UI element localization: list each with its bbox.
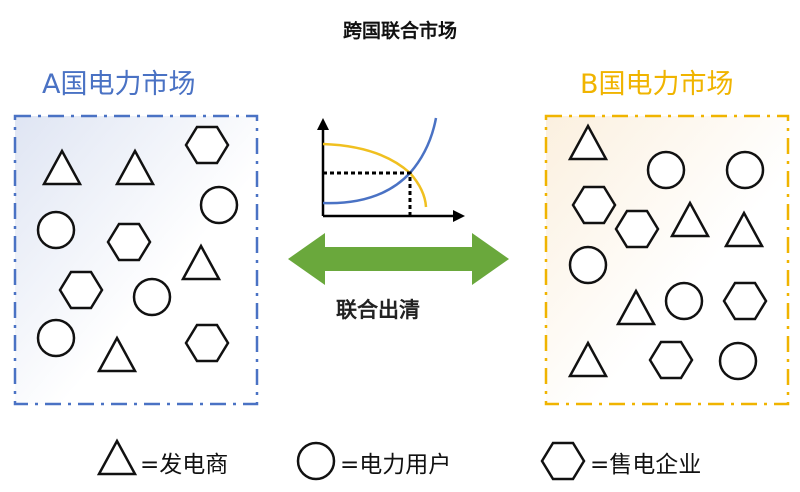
market-a-label: A国电力市场: [42, 69, 196, 100]
diagram-title: 跨国联合市场: [342, 20, 457, 42]
retailer-icon: [614, 209, 660, 249]
retailer-icon: [648, 340, 694, 380]
consumer-icon: [199, 185, 239, 225]
clearing-chart-icon: [317, 117, 465, 222]
retailer-icon: [184, 323, 230, 363]
consumer-icon: [725, 150, 765, 190]
legend-generator-label: =发电商: [140, 452, 229, 478]
consumer-icon: [646, 150, 686, 190]
legend-retailer-label: =售电企业: [590, 452, 702, 478]
consumer-icon: [718, 341, 758, 381]
consumer-icon: [36, 318, 76, 358]
retailer-icon: [58, 270, 104, 310]
retailer-icon: [184, 125, 230, 165]
bidirectional-arrow: [288, 233, 509, 285]
consumer-icon: [568, 245, 608, 285]
legend-triangle-icon: [97, 439, 137, 476]
legend-hexagon-icon: [540, 441, 586, 481]
consumer-icon: [132, 277, 172, 317]
market-b-label: B国电力市场: [580, 69, 734, 100]
legend-consumer-label: =电力用户: [340, 452, 452, 478]
consumer-icon: [36, 210, 76, 250]
demand-curve: [322, 142, 428, 208]
supply-curve: [322, 117, 438, 205]
legend-circle-icon: [296, 441, 336, 481]
retailer-icon: [106, 222, 152, 262]
retailer-icon: [571, 185, 617, 225]
consumer-icon: [664, 281, 704, 321]
joint-clearing-label: 联合出清: [336, 298, 420, 322]
retailer-icon: [722, 281, 768, 321]
